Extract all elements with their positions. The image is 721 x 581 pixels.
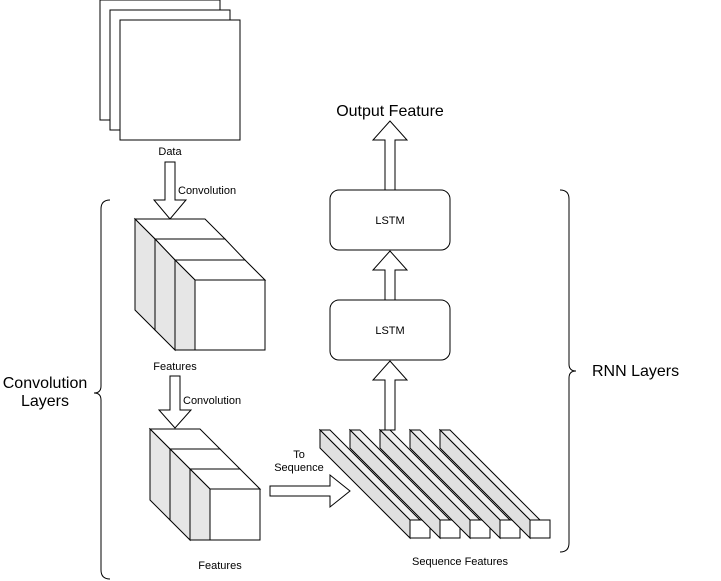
- to-sequence-label-line2: Sequence: [274, 462, 324, 474]
- lstm-label-upper: LSTM: [375, 215, 404, 227]
- convolution-layers-brace: [93, 199, 111, 580]
- lstm-to-lstm-arrow: [371, 250, 409, 301]
- features-label-2: Features: [198, 560, 242, 572]
- convolution-layers-label-line2: Layers: [21, 393, 69, 410]
- feature-block-2: [148, 427, 262, 542]
- sequence-to-lstm-arrow: [371, 360, 409, 431]
- feature-1-layer-1-side: [134, 217, 156, 332]
- to-sequence-label-line1: To: [293, 449, 305, 461]
- sequence-bar-1: [318, 428, 431, 540]
- convolution-label-1: Convolution: [178, 185, 236, 197]
- lstm-label-lower: LSTM: [375, 325, 404, 337]
- feature-1-front-face: [194, 279, 266, 351]
- convolution-label-2: Convolution: [183, 395, 241, 407]
- convolution-arrow-1: [152, 161, 188, 220]
- features-label-1: Features: [153, 361, 197, 373]
- sequence-bar-3: [378, 428, 491, 540]
- output-arrow: [371, 120, 409, 191]
- data-sheet-front: [119, 19, 241, 141]
- sequence-bar-4: [408, 428, 521, 540]
- sequence-bar-2: [348, 428, 461, 540]
- convolution-layers-label-line1: Convolution: [3, 375, 88, 392]
- to-sequence-arrow: [269, 473, 351, 509]
- feature-2-front-face: [209, 488, 261, 541]
- rnn-layers-label: RNN Layers: [592, 363, 679, 380]
- sequence-bar-5: [438, 428, 551, 540]
- feature-block-1: [133, 217, 267, 352]
- rnn-layers-brace: [559, 189, 577, 553]
- output-feature-label: Output Feature: [336, 103, 444, 120]
- sequence-features-label: Sequence Features: [412, 556, 509, 568]
- sequence-features: [318, 428, 551, 540]
- data-label: Data: [158, 146, 182, 158]
- convolution-arrow-2: [157, 375, 193, 429]
- data-stack: [99, 0, 241, 141]
